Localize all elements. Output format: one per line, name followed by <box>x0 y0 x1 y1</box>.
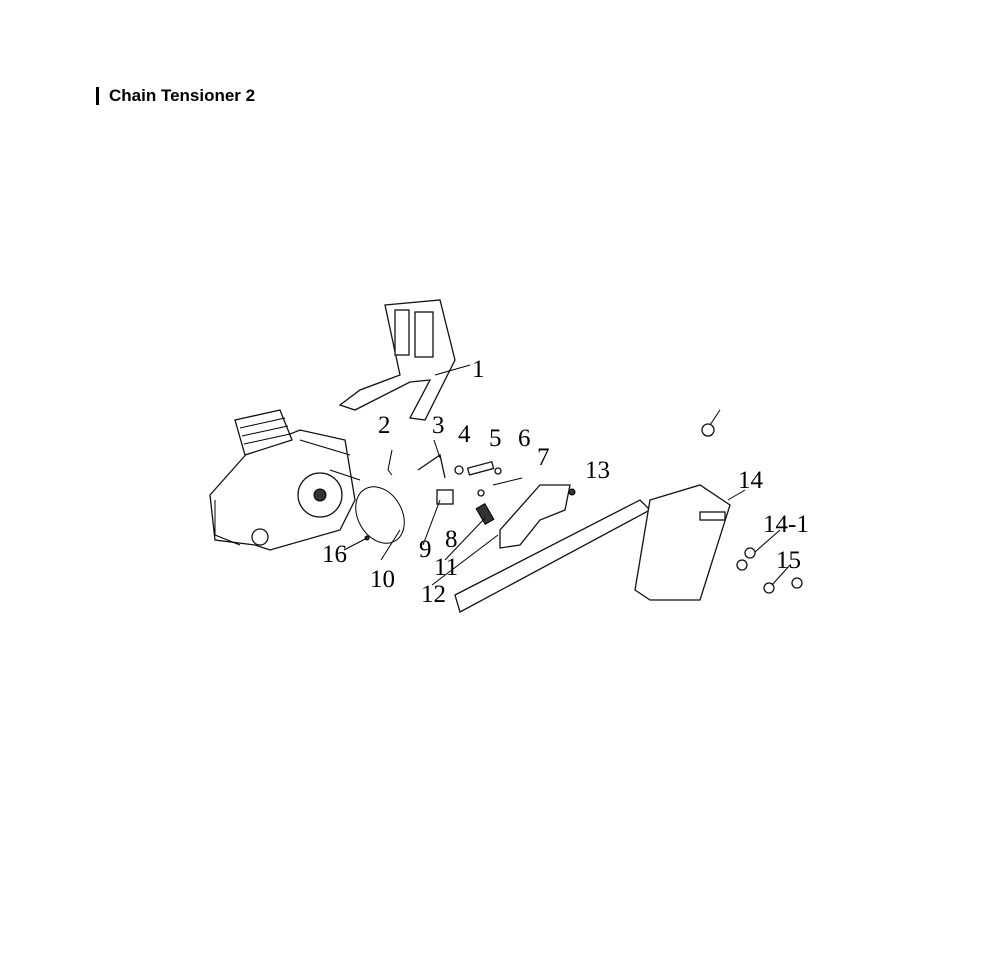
callout-15: 15 <box>776 547 801 574</box>
small-parts <box>355 449 576 549</box>
leader-lines <box>343 364 791 586</box>
part-2-spring <box>387 449 393 476</box>
callout-14-1: 14-1 <box>763 511 809 538</box>
part-12-cover <box>499 484 571 549</box>
callout-6: 6 <box>518 425 531 452</box>
callout-14: 14 <box>738 467 764 494</box>
callout-5: 5 <box>489 425 502 452</box>
part-3-lever <box>417 453 446 479</box>
part-9-block <box>436 489 454 505</box>
part-8-pin <box>477 489 485 497</box>
part-6-nut <box>494 467 502 475</box>
part-4-washer <box>454 465 464 475</box>
callout-3: 3 <box>432 412 445 439</box>
part-10-brake-band <box>355 486 405 544</box>
callout-7: 7 <box>537 444 550 471</box>
section-title: Chain Tensioner 2 <box>96 86 255 106</box>
callout-10: 10 <box>370 566 395 593</box>
callout-4: 4 <box>458 421 471 448</box>
part-11-spring <box>475 503 495 525</box>
callout-11: 11 <box>434 554 458 581</box>
callout-16: 16 <box>322 541 347 568</box>
part-5-plate <box>466 460 495 476</box>
part-13-screw <box>568 488 576 496</box>
part-14-sprocket-cover <box>634 484 731 601</box>
engine-assembly <box>209 409 361 551</box>
callout-1: 1 <box>472 356 485 383</box>
title-marker <box>96 87 99 105</box>
page-title: Chain Tensioner 2 <box>109 86 256 105</box>
callout-9: 9 <box>419 536 432 563</box>
part-1-hand-guard <box>338 299 456 421</box>
callout-2: 2 <box>378 412 391 439</box>
part-7-bolt <box>492 477 523 486</box>
callout-13: 13 <box>585 457 610 484</box>
nuts <box>701 423 803 594</box>
callout-12: 12 <box>421 581 446 608</box>
callout-8: 8 <box>445 526 458 553</box>
